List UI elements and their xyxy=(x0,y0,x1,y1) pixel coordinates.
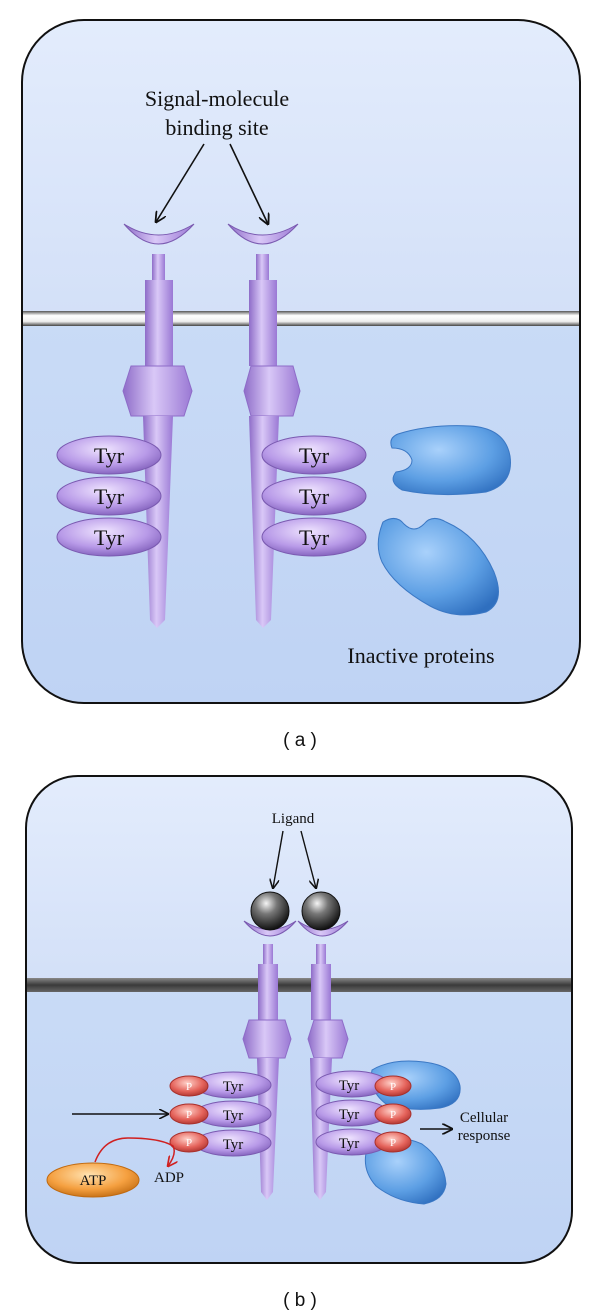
extracellular-region xyxy=(26,776,572,986)
phosphate xyxy=(374,1103,412,1125)
kinase-hexagon-right xyxy=(307,1019,349,1059)
signal-binding-label-line2: binding site xyxy=(165,115,268,140)
transmembrane-right xyxy=(249,280,277,366)
cellular-response-label-line2: response xyxy=(458,1128,511,1144)
panel-b-frame xyxy=(25,775,573,1264)
binding-site-right xyxy=(227,223,299,245)
extracellular-region xyxy=(22,20,580,320)
cellular-response-label-line1: Cellular xyxy=(460,1110,508,1126)
receptor-right: Tyr Tyr Tyr xyxy=(227,223,367,628)
atp-to-adp-arrow xyxy=(94,1137,174,1166)
binding-site-left xyxy=(243,920,297,937)
atp-molecule xyxy=(46,1162,140,1198)
phosphate xyxy=(169,1075,209,1097)
arrow-to-ligand-left xyxy=(273,830,284,888)
tyr-label: Tyr xyxy=(94,525,125,550)
panel-a-frame xyxy=(21,19,581,704)
phosphate-label: P xyxy=(186,1137,192,1149)
transmembrane-left xyxy=(258,964,278,1020)
tyr-label: Tyr xyxy=(339,1078,360,1094)
tyr-label: Tyr xyxy=(299,484,330,509)
stalk-right xyxy=(316,944,326,964)
active-protein xyxy=(364,1138,447,1205)
stalk-left xyxy=(263,944,273,964)
stalk-left xyxy=(152,254,165,280)
phosphate-label: P xyxy=(390,1137,396,1149)
ligand-label: Ligand xyxy=(272,811,315,827)
tyr-stack-right: Tyr Tyr Tyr P P P xyxy=(315,1070,412,1156)
stalk-right xyxy=(256,254,269,280)
tyr-domain xyxy=(56,517,162,557)
tyr-domain xyxy=(261,517,367,557)
tyr-label: Tyr xyxy=(94,484,125,509)
tyr-domain xyxy=(56,476,162,516)
tyr-domain xyxy=(261,435,367,475)
tyr-stack-left: Tyr Tyr Tyr P P P xyxy=(169,1071,272,1157)
phosphate-label: P xyxy=(186,1081,192,1093)
inactive-protein xyxy=(377,518,499,616)
atp-label: ATP xyxy=(80,1173,107,1189)
arrow-to-binding-site-left xyxy=(156,143,205,222)
phosphate-label: P xyxy=(390,1109,396,1121)
tyr-label: Tyr xyxy=(299,525,330,550)
inactive-protein xyxy=(390,425,511,496)
phosphate xyxy=(169,1103,209,1125)
phosphate xyxy=(374,1131,412,1153)
phosphate xyxy=(169,1131,209,1153)
tyr-domain xyxy=(56,435,162,475)
tyr-label: Tyr xyxy=(223,1137,244,1153)
tyr-label: Tyr xyxy=(339,1107,360,1123)
plasma-membrane xyxy=(22,311,580,326)
phosphate-label: P xyxy=(186,1109,192,1121)
tyr-domain xyxy=(261,476,367,516)
tyr-label: Tyr xyxy=(299,443,330,468)
cytoplasmic-tail-right xyxy=(249,416,279,628)
ligand xyxy=(250,891,290,931)
inactive-proteins-label: Inactive proteins xyxy=(347,643,494,668)
binding-site-left xyxy=(123,223,195,245)
panel-a: Signal-molecule binding site Tyr Tyr Tyr xyxy=(21,19,581,704)
caption-b: ( b ) xyxy=(283,1290,317,1311)
tyr-label: Tyr xyxy=(223,1108,244,1124)
cytoplasmic-tail-left xyxy=(143,416,173,628)
phosphate-label: P xyxy=(390,1081,396,1093)
tyr-label: Tyr xyxy=(339,1136,360,1152)
panel-b: Ligand Tyr Tyr xyxy=(25,775,573,1264)
receptor-left: Tyr Tyr Tyr xyxy=(56,223,195,628)
caption-a: ( a ) xyxy=(283,730,317,751)
plasma-membrane xyxy=(26,978,572,992)
transmembrane-right xyxy=(311,964,331,1020)
intracellular-region xyxy=(26,986,572,1263)
kinase-hexagon-right xyxy=(243,365,301,417)
receptor-right xyxy=(297,920,349,1200)
arrow-to-binding-site-right xyxy=(229,143,268,224)
kinase-hexagon-left xyxy=(122,365,193,417)
adp-label: ADP xyxy=(154,1170,184,1186)
tyr-label: Tyr xyxy=(223,1079,244,1095)
active-protein xyxy=(370,1060,461,1110)
ligand xyxy=(301,891,341,931)
tyr-label: Tyr xyxy=(94,443,125,468)
signal-binding-label-line1: Signal-molecule xyxy=(145,86,289,111)
arrow-to-ligand-right xyxy=(300,830,316,888)
kinase-hexagon-left xyxy=(242,1019,292,1059)
phosphate xyxy=(374,1075,412,1097)
transmembrane-left xyxy=(145,280,173,366)
